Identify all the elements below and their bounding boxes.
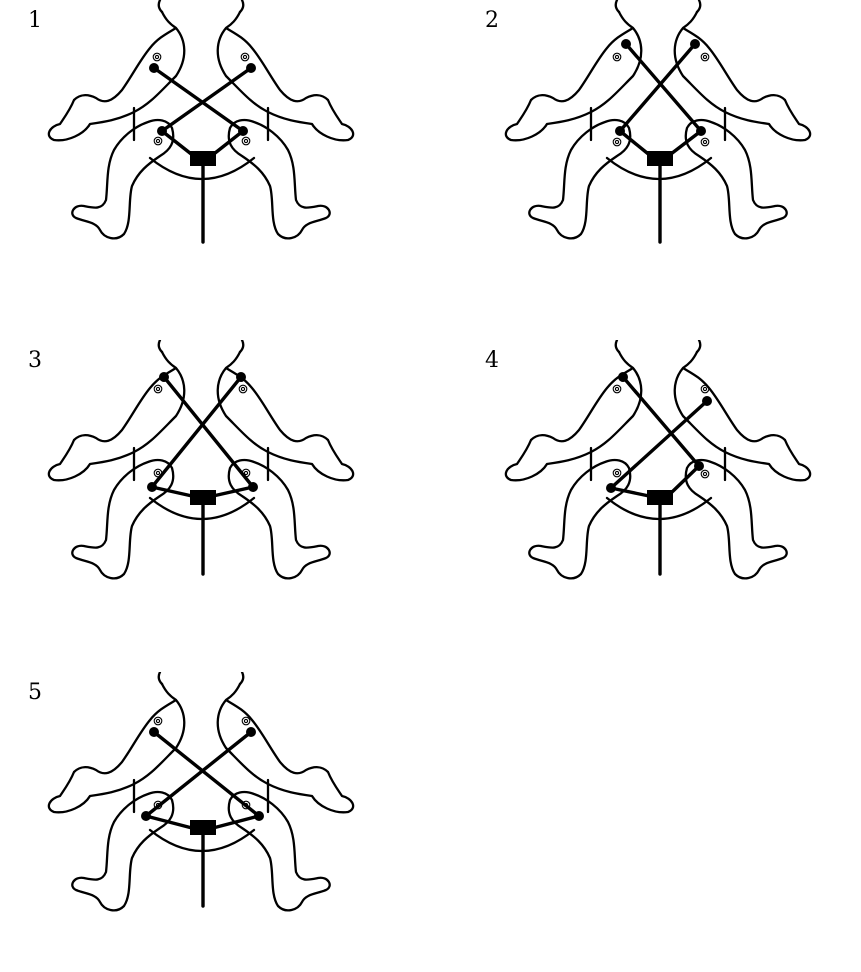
panel-number: 3 xyxy=(28,348,42,373)
panel-number: 5 xyxy=(28,680,42,705)
reference-markers xyxy=(153,716,251,810)
panel-1: 1 xyxy=(0,0,400,300)
panel-2: 2 xyxy=(457,0,857,300)
panel-number: 4 xyxy=(485,348,499,373)
linkage xyxy=(141,727,264,908)
reference-markers xyxy=(152,52,251,146)
panel-4: 4 xyxy=(457,340,857,640)
hip-diagram xyxy=(504,0,812,244)
hip-diagram xyxy=(47,340,355,580)
linkage xyxy=(606,372,712,576)
panel-number: 2 xyxy=(485,8,499,33)
pelvis-outline xyxy=(47,0,355,240)
pelvis-outline xyxy=(504,0,812,240)
pelvis-outline xyxy=(47,672,355,912)
linkage xyxy=(615,39,706,244)
reference-markers xyxy=(612,384,710,479)
pelvis-outline xyxy=(47,340,355,580)
panel-3: 3 xyxy=(0,340,400,640)
pelvis-outline xyxy=(504,340,812,580)
reference-markers xyxy=(612,52,710,147)
hip-diagram xyxy=(47,672,355,912)
hip-diagram xyxy=(47,0,355,244)
linkage xyxy=(147,372,258,576)
panel-number: 1 xyxy=(28,8,42,33)
hip-diagram xyxy=(504,340,812,580)
panel-5: 5 xyxy=(0,672,400,972)
linkage xyxy=(149,63,256,244)
